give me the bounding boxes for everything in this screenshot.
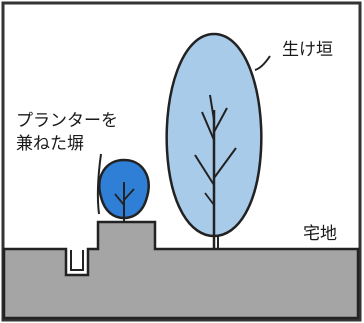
ground <box>2 220 360 320</box>
hedge-tree <box>165 32 263 249</box>
planter-wall-label-line2: 兼ねた塀 <box>16 134 84 154</box>
hedge-label: 生け垣 <box>282 40 333 60</box>
hedge-leader-line <box>254 55 271 71</box>
planter-tree <box>98 158 150 222</box>
residential-land-label: 宅地 <box>303 224 337 244</box>
planter-wall-label-line1: プランターを <box>16 111 118 131</box>
ditch <box>70 250 84 271</box>
planter-wall-leader-line <box>96 153 102 215</box>
